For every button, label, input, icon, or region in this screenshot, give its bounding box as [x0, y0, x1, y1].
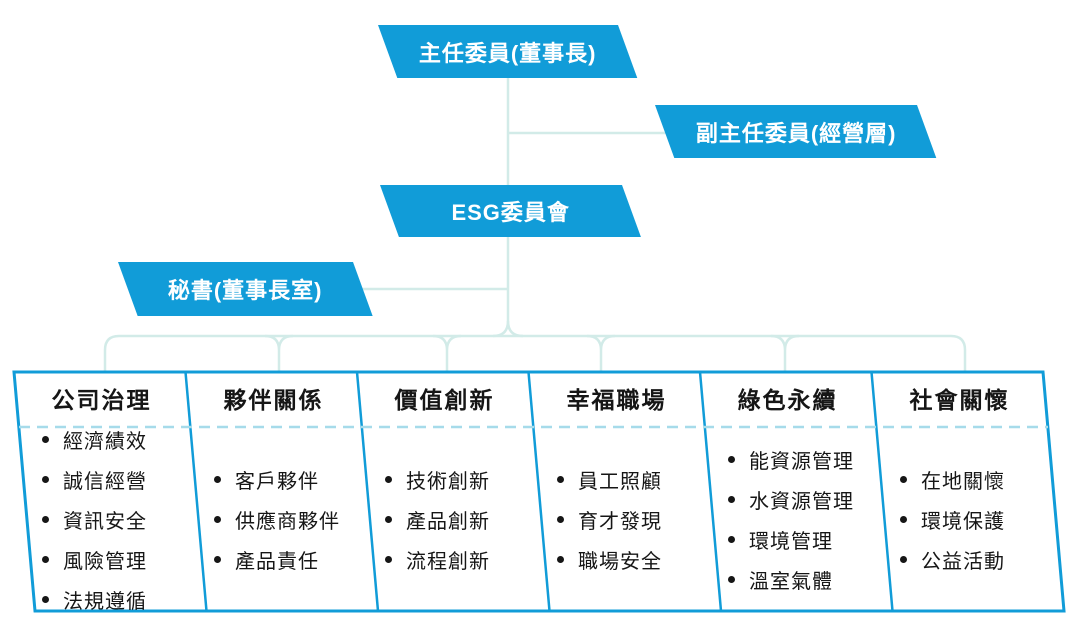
- list-item: 流程創新: [379, 545, 524, 574]
- list-item-label: 客戶夥伴: [235, 470, 319, 493]
- list-item: 能資源管理: [722, 445, 872, 474]
- list-item-label: 產品責任: [235, 550, 319, 573]
- bullet-icon: [385, 555, 392, 563]
- list-item-label: 環境保護: [921, 510, 1005, 533]
- node-vice-chairman: 副主任委員(經營層): [655, 105, 937, 158]
- list-item: 資訊安全: [36, 505, 181, 534]
- list-item: 客戶夥伴: [208, 465, 353, 494]
- column-list-corporate-governance: 經濟績效誠信經營資訊安全風險管理法規遵循: [36, 425, 181, 613]
- bullet-icon: [728, 575, 735, 583]
- column-title-green-sustainability: 綠色永續: [737, 387, 838, 413]
- bullet-icon: [42, 595, 49, 603]
- list-item-label: 職場安全: [578, 550, 662, 573]
- bullet-icon: [42, 555, 49, 563]
- list-item: 水資源管理: [722, 485, 872, 514]
- bullet-icon: [42, 515, 49, 523]
- bullet-icon: [900, 555, 907, 563]
- column-title-partnership: 夥伴關係: [223, 387, 324, 413]
- column-list-green-sustainability: 能資源管理水資源管理環境管理溫室氣體: [722, 428, 872, 610]
- list-item-label: 員工照顧: [578, 470, 662, 493]
- list-item: 環境管理: [722, 525, 872, 554]
- bullet-icon: [385, 515, 392, 523]
- node-chairman: 主任委員(董事長): [378, 25, 638, 78]
- list-item-label: 育才發現: [578, 510, 662, 533]
- bullet-icon: [42, 435, 49, 443]
- node-vice-chairman-label: 副主任委員(經營層): [695, 120, 896, 146]
- node-esg-committee-label: ESG委員會: [451, 200, 570, 225]
- table-frame: [12, 370, 1066, 613]
- list-item-label: 在地關懷: [921, 470, 1005, 493]
- bullet-icon: [214, 555, 221, 563]
- list-item: 誠信經營: [36, 465, 181, 494]
- column-list-partnership: 客戶夥伴供應商夥伴產品責任: [208, 428, 353, 610]
- list-item-label: 風險管理: [63, 550, 147, 573]
- list-item-label: 流程創新: [406, 550, 490, 573]
- node-chairman-label: 主任委員(董事長): [418, 40, 597, 66]
- column-title-corporate-governance: 公司治理: [51, 387, 152, 413]
- list-item-label: 資訊安全: [63, 510, 147, 533]
- connector-lines: [103, 78, 967, 372]
- column-title-social-care: 社會關懷: [909, 387, 1010, 413]
- bullet-icon: [557, 555, 564, 563]
- list-item: 員工照顧: [551, 465, 696, 494]
- bullet-icon: [214, 475, 221, 483]
- list-item: 法規遵循: [36, 585, 181, 614]
- column-title-value-innovation: 價值創新: [394, 387, 495, 413]
- node-secretary: 秘書(董事長室): [118, 262, 373, 316]
- list-item-label: 經濟績效: [63, 430, 147, 453]
- node-secretary-label: 秘書(董事長室): [167, 278, 323, 303]
- list-item: 在地關懷: [894, 465, 1039, 494]
- bullet-icon: [385, 475, 392, 483]
- bullet-icon: [728, 495, 735, 503]
- list-item: 產品創新: [379, 505, 524, 534]
- list-item-label: 能資源管理: [749, 450, 854, 473]
- list-item-label: 誠信經營: [63, 470, 147, 493]
- list-item-label: 產品創新: [406, 510, 490, 533]
- list-item-label: 環境管理: [749, 530, 833, 553]
- bullet-icon: [728, 535, 735, 543]
- list-item: 經濟績效: [36, 425, 181, 454]
- bullet-icon: [557, 475, 564, 483]
- list-item-label: 水資源管理: [749, 490, 854, 513]
- bullet-icon: [557, 515, 564, 523]
- list-item-label: 供應商夥伴: [235, 510, 340, 533]
- list-item: 供應商夥伴: [208, 505, 353, 534]
- list-item: 職場安全: [551, 545, 696, 574]
- bullet-icon: [214, 515, 221, 523]
- list-item: 風險管理: [36, 545, 181, 574]
- bullet-icon: [900, 475, 907, 483]
- list-item: 技術創新: [379, 465, 524, 494]
- bullet-icon: [728, 455, 735, 463]
- bullet-icon: [900, 515, 907, 523]
- column-list-happy-workplace: 員工照顧育才發現職場安全: [551, 428, 696, 610]
- bullet-icon: [42, 475, 49, 483]
- list-item: 環境保護: [894, 505, 1039, 534]
- list-item-label: 溫室氣體: [749, 570, 833, 593]
- list-item: 公益活動: [894, 545, 1039, 574]
- list-item: 溫室氣體: [722, 565, 872, 594]
- list-item: 產品責任: [208, 545, 353, 574]
- column-list-value-innovation: 技術創新產品創新流程創新: [379, 428, 524, 610]
- list-item: 育才發現: [551, 505, 696, 534]
- column-list-social-care: 在地關懷環境保護公益活動: [894, 428, 1039, 610]
- node-esg-committee: ESG委員會: [380, 185, 641, 237]
- column-title-happy-workplace: 幸福職場: [566, 387, 667, 413]
- list-item-label: 法規遵循: [63, 590, 147, 613]
- list-item-label: 技術創新: [406, 470, 490, 493]
- list-item-label: 公益活動: [921, 550, 1005, 573]
